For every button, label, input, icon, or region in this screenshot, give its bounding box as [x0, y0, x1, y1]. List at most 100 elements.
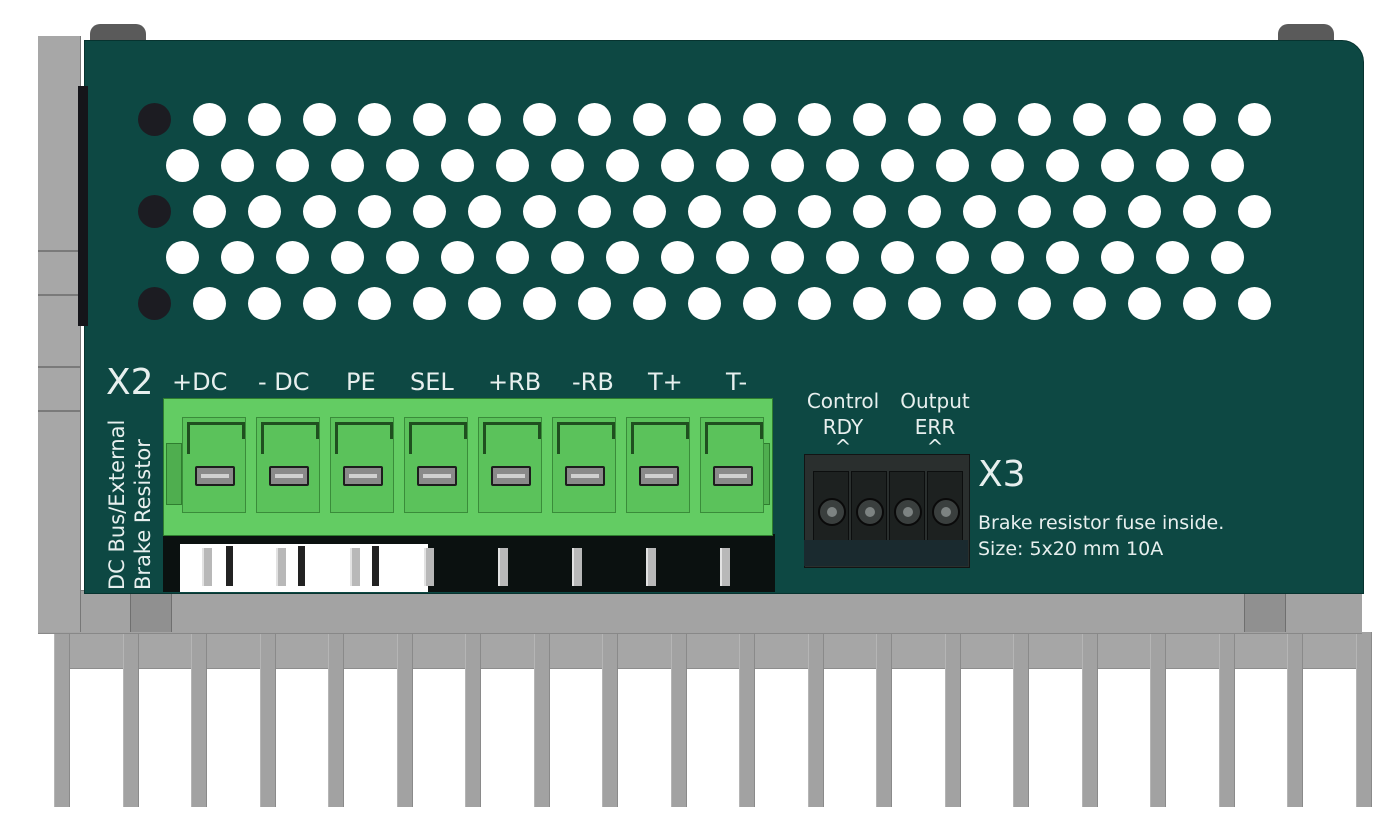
- vent-hole: [826, 149, 859, 182]
- vent-hole: [1211, 149, 1244, 182]
- vent-hole: [908, 103, 941, 136]
- screw-icon[interactable]: [195, 466, 235, 486]
- heatsink-fin: [533, 632, 550, 807]
- screw-icon[interactable]: [565, 466, 605, 486]
- screw-icon[interactable]: [713, 466, 753, 486]
- heatsink-fin: [1355, 632, 1372, 807]
- screw-icon[interactable]: [417, 466, 457, 486]
- x3-connector-base: [804, 540, 968, 566]
- x3-slot[interactable]: [813, 471, 849, 543]
- vent-hole: [578, 287, 611, 320]
- vent-hole: [963, 103, 996, 136]
- vent-hole: [303, 103, 336, 136]
- x2-slot-plus-dc[interactable]: [182, 417, 246, 513]
- vent-hole: [1238, 103, 1271, 136]
- vent-hole: [193, 195, 226, 228]
- x2-slot-minus-dc[interactable]: [256, 417, 320, 513]
- vent-hole: [1156, 241, 1189, 274]
- heatsink-fin: [1150, 632, 1166, 807]
- vent-hole: [936, 149, 969, 182]
- vent-hole: [248, 195, 281, 228]
- heatsink-fin: [807, 632, 824, 807]
- x2-slot-pe[interactable]: [330, 417, 394, 513]
- standoff-post: [1278, 24, 1334, 44]
- terminal-label-t-plus: T+: [648, 368, 683, 396]
- screw-icon[interactable]: [639, 466, 679, 486]
- screw-icon[interactable]: [343, 466, 383, 486]
- connector-pin: [646, 548, 656, 586]
- bracket-shadow: [78, 86, 88, 326]
- vent-hole: [413, 287, 446, 320]
- bracket-seam: [38, 366, 80, 368]
- vent-hole: [523, 287, 556, 320]
- x3-slot[interactable]: [851, 471, 887, 543]
- bracket-seam: [38, 250, 80, 252]
- screw-icon[interactable]: [894, 498, 922, 526]
- connector-pin: [298, 546, 305, 586]
- standoff-post: [130, 592, 172, 632]
- x2-slot-t-minus[interactable]: [700, 417, 764, 513]
- connector-pin: [372, 546, 379, 586]
- vent-hole: [991, 241, 1024, 274]
- vent-hole: [551, 149, 584, 182]
- x2-slot-t-plus[interactable]: [626, 417, 690, 513]
- connector-pin: [202, 548, 212, 586]
- screw-icon[interactable]: [269, 466, 309, 486]
- bracket-seam: [38, 294, 80, 296]
- heatsink-fin: [54, 632, 70, 807]
- connector-pin: [498, 548, 508, 586]
- vent-hole: [221, 149, 254, 182]
- screw-icon[interactable]: [856, 498, 884, 526]
- vent-hole: [1046, 241, 1079, 274]
- x2-side-label-line2: Brake Resistor: [131, 439, 155, 590]
- vent-hole: [1128, 103, 1161, 136]
- heatsink-fin: [670, 632, 687, 807]
- vent-hole: [138, 103, 171, 136]
- vent-hole: [496, 241, 529, 274]
- vent-hole: [248, 103, 281, 136]
- vent-hole: [1128, 195, 1161, 228]
- heatsink-fin: [259, 632, 276, 807]
- vent-hole: [633, 287, 666, 320]
- vent-hole: [551, 241, 584, 274]
- caret-up-icon: ^: [834, 435, 852, 459]
- connector-pin: [276, 548, 286, 586]
- vent-hole: [853, 103, 886, 136]
- screw-icon[interactable]: [818, 498, 846, 526]
- vent-hole: [716, 241, 749, 274]
- fuse-note: Brake resistor fuse inside. Size: 5x20 m…: [978, 510, 1224, 562]
- vent-hole: [1073, 287, 1106, 320]
- vent-hole: [468, 287, 501, 320]
- vent-hole: [798, 195, 831, 228]
- screw-icon[interactable]: [932, 498, 960, 526]
- connector-pin: [350, 548, 360, 586]
- vent-hole: [771, 241, 804, 274]
- vent-hole: [743, 103, 776, 136]
- heatsink-fin: [1218, 632, 1235, 807]
- x2-slot-sel[interactable]: [404, 417, 468, 513]
- terminal-label-plus-dc: +DC: [172, 368, 228, 396]
- heatsink-fin: [1287, 632, 1303, 807]
- vent-hole: [468, 103, 501, 136]
- vent-hole: [1073, 103, 1106, 136]
- x3-slot[interactable]: [889, 471, 925, 543]
- vent-hole: [936, 241, 969, 274]
- bracket-seam: [38, 410, 80, 412]
- screw-icon[interactable]: [491, 466, 531, 486]
- x2-terminal-block: [163, 398, 773, 536]
- x2-slot-plus-rb[interactable]: [478, 417, 542, 513]
- vent-hole: [358, 287, 391, 320]
- x2-title: X2: [106, 362, 154, 403]
- vent-hole: [853, 195, 886, 228]
- connector-pin: [424, 548, 434, 586]
- x2-end-tab: [166, 443, 182, 505]
- standoff-post: [1244, 592, 1286, 632]
- x3-slot[interactable]: [927, 471, 963, 543]
- mounting-bracket: [38, 36, 81, 632]
- terminal-label-t-minus: T-: [726, 368, 748, 396]
- x3-rdy-label: RDY: [822, 415, 864, 439]
- x2-slot-minus-rb[interactable]: [552, 417, 616, 513]
- vent-hole: [853, 287, 886, 320]
- terminal-label-plus-rb: +RB: [488, 368, 542, 396]
- vent-hole: [358, 195, 391, 228]
